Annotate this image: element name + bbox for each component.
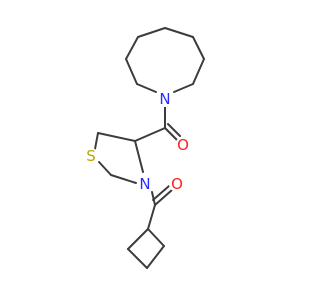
sulfur-label: S — [86, 147, 96, 165]
bond-cyclobutane-top-right — [147, 228, 165, 247]
atom-o-upper: O — [175, 136, 191, 154]
oxygen-label-upper: O — [177, 136, 189, 154]
bond-n-c4 — [134, 140, 144, 173]
oxygen-label-lower: O — [171, 175, 183, 193]
bond-azepane-c1-c2 — [125, 58, 138, 85]
thiazolidine-ring — [94, 132, 144, 184]
nitrogen-label-thiazolidine: N — [139, 175, 150, 193]
upper-amide — [134, 106, 181, 142]
bond-carbonyl-c-o-1 — [164, 127, 179, 142]
nitrogen-label-azepane: N — [159, 90, 170, 108]
azepane-ring — [125, 27, 205, 93]
molecule-structure-diagram: N O S N O — [83, 27, 205, 269]
bond-azepane-c5-c6 — [192, 36, 205, 60]
atom-o-lower: O — [169, 175, 185, 193]
bond-c4-c5 — [97, 132, 136, 142]
atom-n-thiazolidine: N — [137, 175, 153, 193]
bond-cyclobutane-right-bottom — [146, 245, 165, 269]
bond-c5-s — [94, 132, 99, 150]
bond-lower-c-cyclobutyl — [147, 204, 156, 230]
bond-s-c2 — [98, 161, 112, 176]
bond-cyclobutane-left-top — [127, 228, 149, 250]
atom-n-azepane: N — [157, 90, 173, 108]
atom-s-thiazolidine: S — [83, 147, 99, 165]
bond-lower-c-o-2 — [152, 185, 170, 201]
bond-azepane-c7-n — [173, 83, 194, 93]
bond-azepane-c3-c4 — [137, 27, 166, 38]
bond-azepane-c6-c7 — [192, 58, 205, 85]
lower-amide — [147, 185, 173, 230]
cyclobutane-ring — [127, 228, 165, 269]
bond-azepane-c4-c5 — [164, 27, 194, 38]
bond-carbonyl-c-ring-c4 — [134, 127, 166, 142]
bond-carbonyl-c-o-2 — [167, 123, 181, 137]
bond-lower-c-o-1 — [154, 189, 173, 206]
bond-azepane-n-c1 — [136, 83, 157, 93]
bond-cyclobutane-bottom-left — [127, 248, 148, 269]
bond-azepane-c2-c3 — [125, 36, 139, 60]
bond-c2-n — [110, 174, 137, 184]
